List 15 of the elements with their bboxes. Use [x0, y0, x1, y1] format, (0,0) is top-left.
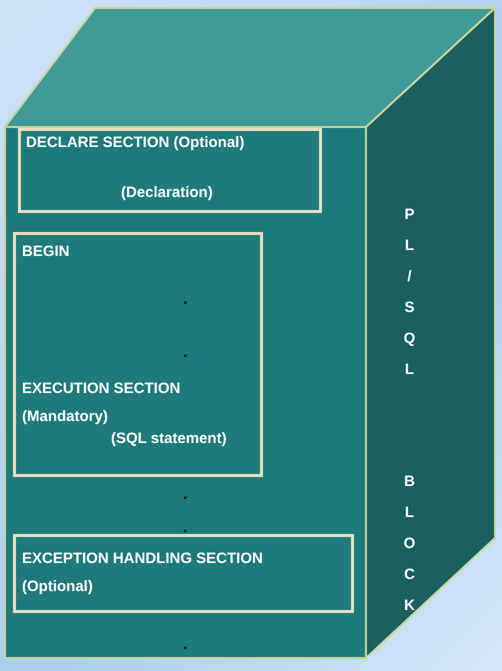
section-heading: EXECUTION SECTION (Mandatory): [22, 379, 182, 427]
section-box: [13, 232, 263, 477]
section-box: [18, 128, 322, 213]
section-heading: DECLARE SECTION (Optional): [26, 134, 244, 151]
ellipsis-dot: .: [183, 292, 188, 308]
vertical-title: PL/SQL BLOCK: [401, 206, 418, 628]
section-box: [13, 534, 354, 613]
ellipsis-dot: .: [183, 345, 188, 361]
ellipsis-dot: .: [183, 487, 188, 503]
ellipsis-dot: .: [183, 637, 188, 653]
section-keyword: BEGIN: [22, 243, 70, 260]
section-note: (SQL statement): [111, 430, 227, 447]
ellipsis-dot: .: [183, 520, 188, 536]
section-note: (Declaration): [121, 184, 213, 201]
section-heading: EXCEPTION HANDLING SECTION (Optional): [22, 549, 264, 597]
